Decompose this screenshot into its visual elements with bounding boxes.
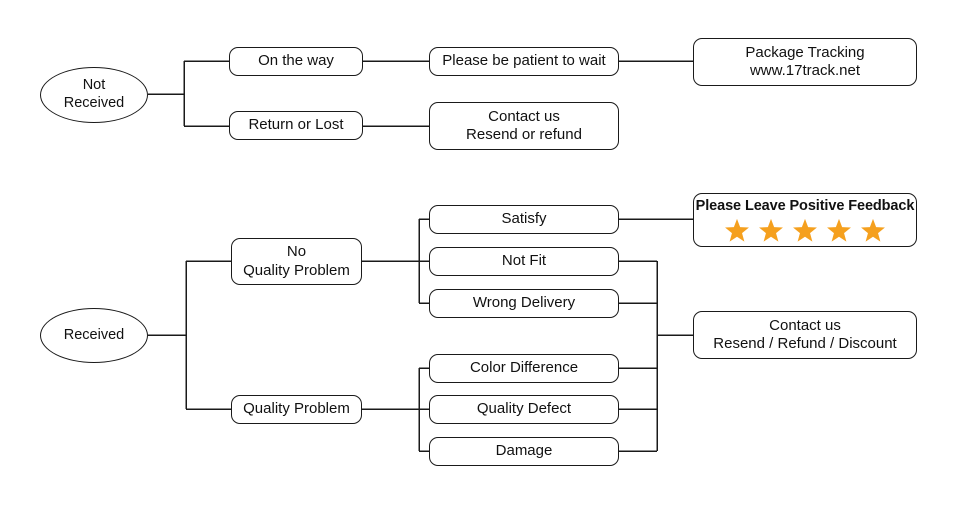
node-received[interactable]: Received <box>40 308 148 363</box>
node-color-difference[interactable]: Color Difference <box>429 354 619 383</box>
node-return-or-lost[interactable]: Return or Lost <box>229 111 363 140</box>
node-satisfy[interactable]: Satisfy <box>429 205 619 234</box>
node-wrong-delivery[interactable]: Wrong Delivery <box>429 289 619 318</box>
node-quality-defect[interactable]: Quality Defect <box>429 395 619 424</box>
node-no-quality-problem[interactable]: No Quality Problem <box>231 238 362 285</box>
star-icon[interactable] <box>826 218 852 244</box>
star-icon[interactable] <box>860 218 886 244</box>
star-icon[interactable] <box>724 218 750 244</box>
node-quality-problem[interactable]: Quality Problem <box>231 395 362 424</box>
node-package-tracking[interactable]: Package Tracking www.17track.net <box>693 38 917 86</box>
node-positive-feedback[interactable]: Please Leave Positive Feedback <box>693 193 917 247</box>
node-please-be-patient-to-wait[interactable]: Please be patient to wait <box>429 47 619 76</box>
star-icon[interactable] <box>758 218 784 244</box>
feedback-label: Please Leave Positive Feedback <box>695 198 915 215</box>
node-contact-us-resend-refund-discount[interactable]: Contact us Resend / Refund / Discount <box>693 311 917 359</box>
star-icon[interactable] <box>792 218 818 244</box>
node-not-received[interactable]: Not Received <box>40 67 148 123</box>
node-on-the-way[interactable]: On the way <box>229 47 363 76</box>
node-not-fit[interactable]: Not Fit <box>429 247 619 276</box>
star-rating[interactable] <box>724 218 886 244</box>
node-contact-us-resend-or-refund[interactable]: Contact us Resend or refund <box>429 102 619 150</box>
node-damage[interactable]: Damage <box>429 437 619 466</box>
